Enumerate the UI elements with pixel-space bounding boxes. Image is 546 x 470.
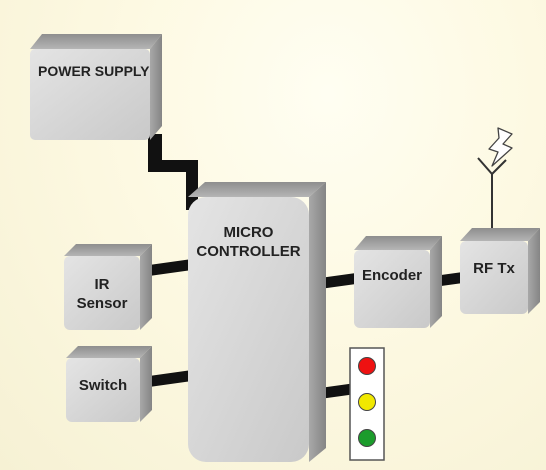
rf-tx-label: RF Tx (473, 260, 515, 278)
traffic-light (349, 347, 385, 461)
encoder-connector (318, 272, 356, 290)
switch-label: Switch (78, 377, 128, 395)
traffic-light-connector (318, 383, 354, 400)
connectors (148, 134, 462, 400)
power-connector (148, 134, 198, 210)
ir-sensor-label: IR Sensor (76, 275, 128, 313)
micro-controller-label: MICRO CONTROLLER (196, 223, 301, 261)
power-supply-label: POWER SUPPLY (38, 62, 150, 79)
yellow-light-icon (358, 393, 376, 411)
rf-tx-block (460, 228, 540, 314)
ir-sensor-block (64, 244, 152, 330)
green-light-icon (358, 429, 376, 447)
red-light-icon (358, 357, 376, 375)
switch-block (66, 346, 152, 422)
micro-controller-block (188, 182, 326, 462)
ir-sensor-connector (150, 259, 192, 276)
power-supply-block (30, 34, 162, 140)
switch-connector (150, 370, 192, 387)
antenna-icon (477, 157, 507, 229)
encoder-block (354, 236, 442, 328)
lightning-icon (488, 127, 513, 167)
encoder-label: Encoder (361, 267, 422, 285)
